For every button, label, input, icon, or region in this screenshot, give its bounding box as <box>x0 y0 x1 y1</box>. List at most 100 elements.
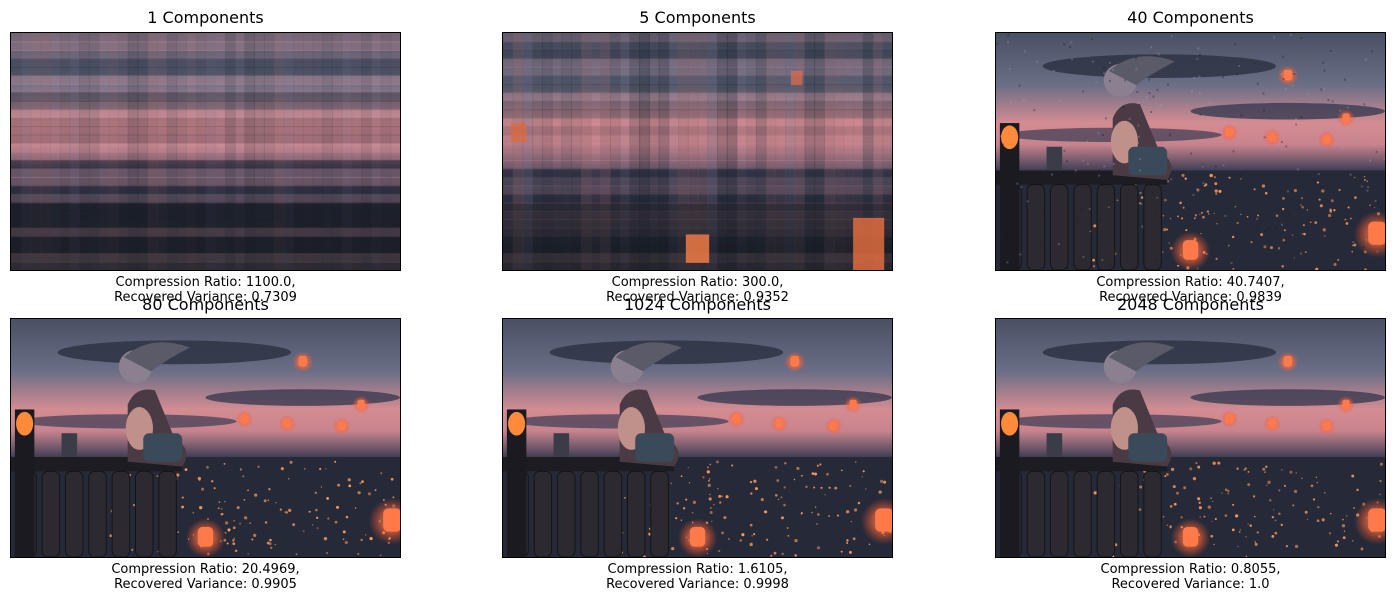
band <box>254 33 265 270</box>
noise <box>1141 236 1144 239</box>
city-light <box>1214 189 1218 193</box>
band <box>273 33 285 270</box>
city-light <box>1163 227 1167 232</box>
panel-title: 40 Components <box>1127 8 1254 27</box>
noise <box>1190 152 1193 155</box>
city-light <box>1247 523 1249 525</box>
city-light <box>1369 204 1371 207</box>
city-light <box>1292 504 1295 507</box>
band <box>512 33 524 270</box>
noise <box>1258 213 1261 216</box>
city-light <box>1351 474 1355 478</box>
city-light <box>721 495 723 498</box>
noise <box>1323 235 1326 238</box>
city-light <box>753 533 756 536</box>
city-light <box>1281 196 1285 200</box>
band <box>862 33 874 270</box>
band <box>561 33 573 270</box>
city-light <box>251 538 254 541</box>
noise <box>1232 150 1235 153</box>
band <box>503 176 892 187</box>
city-light <box>1300 197 1304 200</box>
city-light <box>731 464 734 467</box>
city-light <box>774 466 778 469</box>
city-light <box>1203 515 1206 518</box>
city-light <box>1236 467 1239 470</box>
city-light <box>1138 508 1142 511</box>
city-light <box>1203 184 1206 187</box>
band <box>503 33 892 43</box>
compression-ratio-label: Compression Ratio: 1100.0, <box>115 275 296 290</box>
lantern <box>1182 527 1199 547</box>
figure-dress <box>143 433 183 462</box>
noise <box>1097 131 1100 134</box>
city-light <box>279 508 282 511</box>
city-light <box>1193 217 1196 220</box>
city-light <box>1306 209 1309 211</box>
band <box>503 100 892 111</box>
city-light <box>264 521 268 524</box>
city-light <box>1227 492 1230 495</box>
noise <box>1098 174 1101 177</box>
noise <box>1365 58 1368 61</box>
noise <box>1349 173 1352 176</box>
city-light <box>1215 192 1218 195</box>
city-light <box>1329 208 1332 211</box>
baluster <box>1073 184 1092 270</box>
city-light <box>218 501 221 503</box>
city-light <box>1295 472 1297 474</box>
reconstructed-image <box>10 32 401 271</box>
noise <box>1101 258 1104 261</box>
city-light <box>1236 221 1239 225</box>
city-light <box>819 463 822 466</box>
city-light <box>1253 188 1256 191</box>
city-light <box>853 508 858 512</box>
city-light <box>239 522 242 525</box>
city-light <box>793 478 796 481</box>
band <box>11 253 400 263</box>
recovered-variance-label: Recovered Variance: 0.9905 <box>114 577 297 592</box>
image-svg <box>11 33 400 270</box>
noise <box>1291 84 1294 87</box>
city-light <box>1211 500 1214 503</box>
band <box>11 176 400 187</box>
band <box>351 33 363 270</box>
city-light <box>1234 205 1237 208</box>
city-light <box>1169 525 1172 528</box>
city-light <box>1198 506 1202 510</box>
baluster <box>603 470 623 557</box>
band <box>503 134 892 145</box>
lantern <box>1323 421 1331 431</box>
band <box>843 33 855 270</box>
city-light <box>223 463 226 465</box>
noise <box>1075 263 1078 266</box>
city-light <box>760 498 764 502</box>
image-svg <box>503 33 892 270</box>
noise <box>1039 244 1042 247</box>
city-light <box>1354 196 1357 199</box>
city-light <box>1166 524 1168 526</box>
city-light <box>865 488 867 490</box>
city-light <box>1260 233 1264 237</box>
band <box>137 33 149 270</box>
band <box>195 33 207 270</box>
noise <box>1376 250 1379 253</box>
city-light <box>1172 485 1176 489</box>
noise <box>1004 203 1007 206</box>
band <box>147 33 158 270</box>
noise <box>1263 136 1266 139</box>
city-light <box>1198 501 1201 504</box>
city-light <box>1213 543 1215 546</box>
band <box>755 33 767 270</box>
city-light <box>709 510 713 514</box>
city-light <box>840 469 843 472</box>
city-light <box>709 463 712 466</box>
city-light <box>883 480 887 484</box>
city-light <box>1197 465 1201 469</box>
noise <box>1063 149 1066 152</box>
noise <box>1168 134 1171 137</box>
city-light <box>337 483 341 487</box>
reconstructed-image <box>995 318 1386 558</box>
city-light <box>826 472 829 476</box>
city-light <box>1283 484 1286 487</box>
